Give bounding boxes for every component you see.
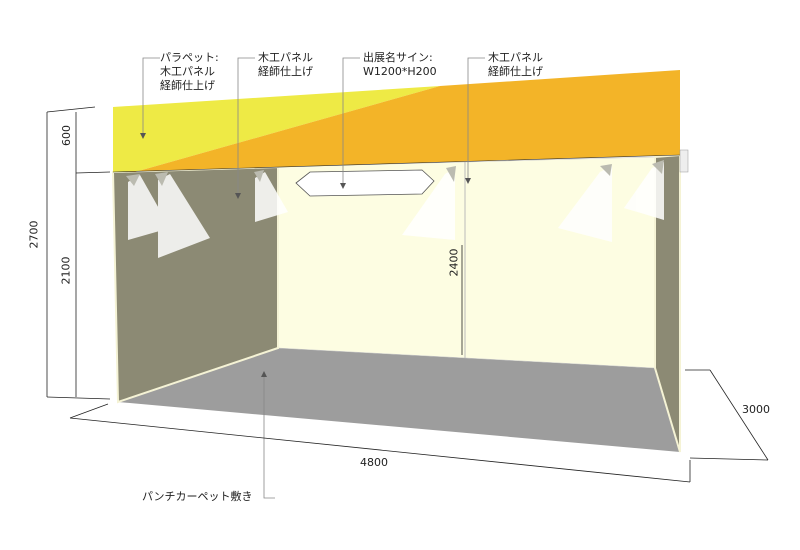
width-dimension: 4800 — [360, 456, 388, 469]
exhibitor-sign — [295, 169, 435, 197]
back-wall-height-dimension: 2400 — [447, 248, 461, 277]
spotlights — [128, 162, 664, 258]
total-height-dimension: 2700 — [27, 220, 41, 249]
parapet-height-dimension: 600 — [60, 125, 73, 146]
parapet-front-yellow — [113, 86, 440, 172]
parapet-front-orange — [113, 70, 680, 172]
wall-height-dimension: 2100 — [59, 256, 73, 285]
left-wall-label: 木工パネル経師仕上げ — [258, 51, 313, 78]
depth-dimension: 3000 — [742, 403, 770, 416]
floor — [118, 348, 680, 452]
parapet-label: パラペット:木工パネル経師仕上げ — [160, 51, 219, 92]
floor-label: パンチカーペット敷き — [142, 490, 253, 503]
back-wall-label: 木工パネル経師仕上げ — [488, 51, 543, 78]
right-wall — [654, 153, 681, 453]
sign-label: 出展名サイン:W1200*H200 — [363, 51, 437, 78]
